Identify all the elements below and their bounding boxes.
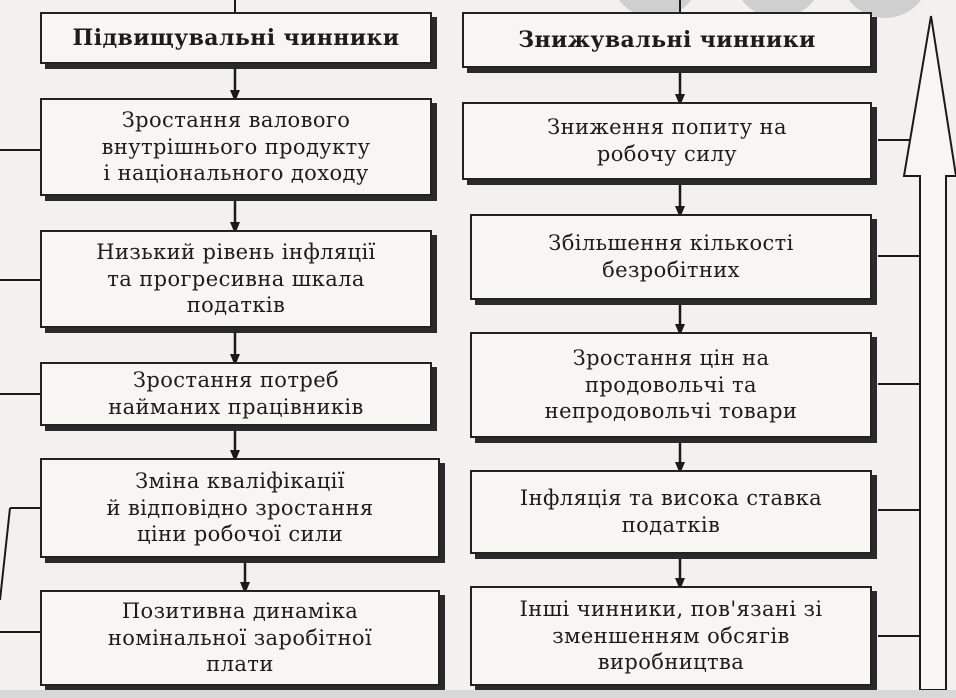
left-item-box: Зміна кваліфікації й відповідно зростанн… <box>40 458 440 558</box>
bottom-bar <box>0 690 956 698</box>
right-item-label: Інші чинники, пов'язані зі зменшенням об… <box>519 596 823 675</box>
right-item-box: Інфляція та висока ставка податків <box>470 470 872 554</box>
left-item-box: Зростання валового внутрішнього продукту… <box>40 98 432 196</box>
left-item-label: Позитивна динаміка номінальної заробітно… <box>107 598 373 677</box>
left-item-box: Позитивна динаміка номінальної заробітно… <box>40 590 440 686</box>
left-item-label: Зростання валового внутрішнього продукту… <box>101 107 371 186</box>
left-header-label: Підвищувальні чинники <box>72 24 400 51</box>
left-item-label: Низький рівень інфляції та прогресивна ш… <box>96 239 376 318</box>
left-item-label: Зміна кваліфікації й відповідно зростанн… <box>106 468 374 547</box>
right-item-label: Збільшення кількості безробітних <box>548 231 794 282</box>
right-item-box: Збільшення кількості безробітних <box>470 214 872 300</box>
big-up-arrow <box>902 15 956 691</box>
left-header-box: Підвищувальні чинники <box>40 12 432 64</box>
left-item-box: Низький рівень інфляції та прогресивна ш… <box>40 230 432 328</box>
side-connector <box>0 507 11 601</box>
left-item-box: Зростання потреб найманих працівників <box>40 362 432 426</box>
right-header-box: Знижувальні чинники <box>462 12 872 68</box>
right-item-box: Інші чинники, пов'язані зі зменшенням об… <box>470 586 872 686</box>
right-item-label: Зниження попиту на робочу силу <box>547 115 787 166</box>
right-item-box: Зростання цін на продовольчі та непродов… <box>470 332 872 438</box>
right-header-label: Знижувальні чинники <box>518 26 816 53</box>
right-item-label: Зростання цін на продовольчі та непродов… <box>544 345 798 424</box>
right-item-label: Інфляція та висока ставка податків <box>519 486 823 537</box>
left-item-label: Зростання потреб найманих працівників <box>108 368 364 419</box>
right-item-box: Зниження попиту на робочу силу <box>462 102 872 180</box>
